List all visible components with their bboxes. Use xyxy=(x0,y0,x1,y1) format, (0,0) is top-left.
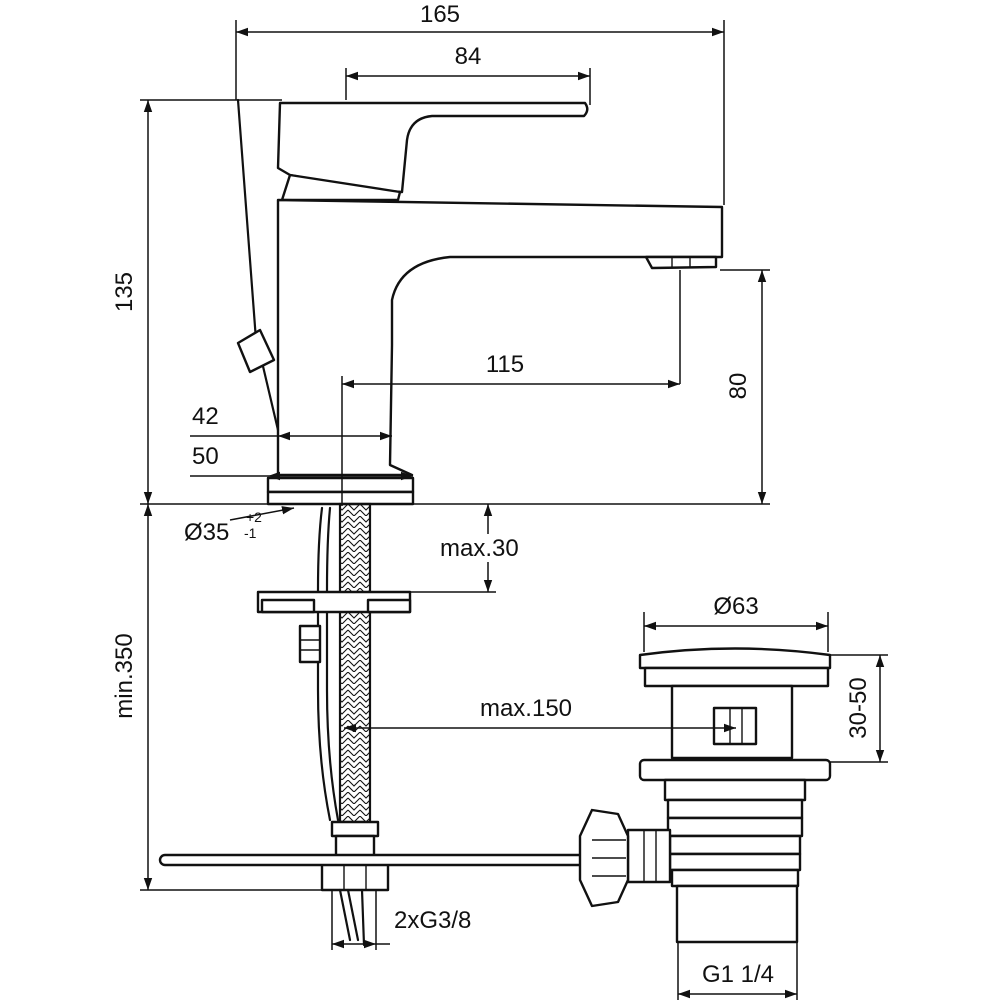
label-max150: max.150 xyxy=(480,695,572,722)
handle-wedge xyxy=(280,173,402,202)
drain-body xyxy=(663,778,807,802)
label-tol-minus: -1 xyxy=(244,525,257,541)
dimension-lines xyxy=(143,27,885,999)
drain-flange xyxy=(638,758,832,782)
drain-tail xyxy=(675,884,799,944)
faucet-base xyxy=(266,476,415,494)
label-g114: G1 1/4 xyxy=(702,961,774,988)
label-50: 50 xyxy=(192,443,219,470)
label-165: 165 xyxy=(420,1,460,28)
faucet-body xyxy=(276,198,724,477)
label-tol-plus: +2 xyxy=(246,509,262,525)
drain-assembly xyxy=(578,647,832,944)
flex-tube xyxy=(316,506,332,822)
label-30-50: 30-50 xyxy=(845,677,872,738)
stopper-cap xyxy=(638,647,832,670)
rod-connector xyxy=(626,828,672,884)
label-135: 135 xyxy=(111,272,138,312)
dimension-labels: 165 84 135 115 80 42 50 Ø35 +2 -1 max.30… xyxy=(111,1,872,988)
label-115: 115 xyxy=(486,351,524,378)
label-84: 84 xyxy=(455,43,482,70)
faucet xyxy=(236,98,724,506)
braided-hose xyxy=(338,502,372,824)
label-diameter-63: Ø63 xyxy=(713,593,758,620)
small-fitting xyxy=(298,624,322,664)
popup-rod xyxy=(236,98,258,342)
dim-35-leader xyxy=(229,506,295,521)
aerator xyxy=(644,255,718,270)
handle-lever xyxy=(276,101,589,194)
hose-fitting xyxy=(330,820,380,838)
label-80: 80 xyxy=(725,373,752,400)
label-2xg38: 2xG3/8 xyxy=(394,907,471,934)
rod-knob xyxy=(236,328,276,374)
label-diameter-35: Ø35 xyxy=(184,519,229,546)
pull-rod xyxy=(158,853,590,867)
under-deck xyxy=(158,502,590,947)
label-min350: min.350 xyxy=(111,633,138,718)
label-42: 42 xyxy=(192,403,219,430)
label-max30: max.30 xyxy=(440,535,519,562)
